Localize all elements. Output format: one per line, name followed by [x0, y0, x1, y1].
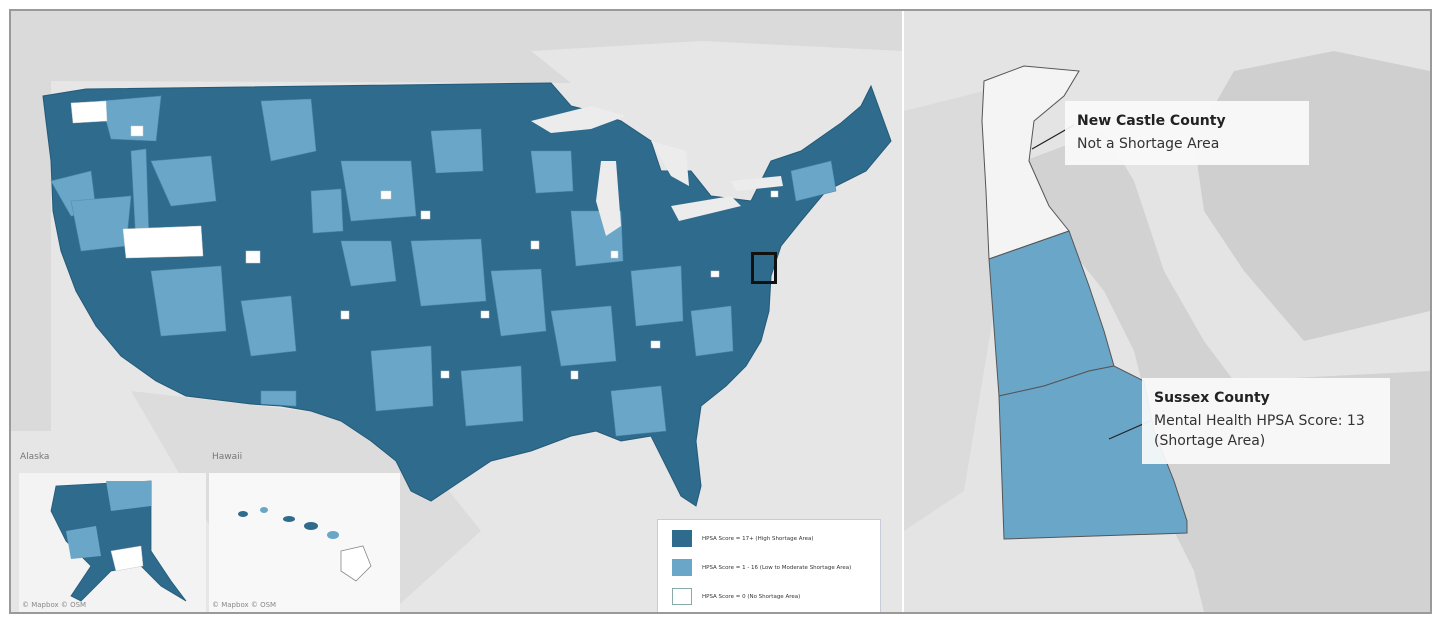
panel-divider — [902, 11, 904, 612]
us-counties-map[interactable] — [11, 11, 902, 612]
delaware-bay-water — [1024, 131, 1430, 612]
canada-landmass — [11, 11, 902, 431]
hawaii-inset[interactable] — [209, 473, 400, 612]
legend-item-high: HPSA Score = 17+ (High Shortage Area) — [672, 530, 814, 547]
new-castle-county[interactable] — [981, 65, 1080, 260]
great-lakes — [531, 106, 783, 236]
hawaii-map-credit: © Mapbox © OSM — [212, 601, 277, 609]
moderate-shortage-counties — [50, 95, 837, 437]
map-panel-frame: Alaska Hawaii © Mapbox © OSM © Mapbox © … — [9, 9, 1432, 614]
legend-label-none: HPSA Score = 0 (No Shortage Area) — [702, 593, 801, 600]
hawaii-label: Hawaii — [212, 452, 243, 462]
alaska-label: Alaska — [20, 452, 50, 462]
alaska-map-credit: © Mapbox © OSM — [22, 601, 87, 609]
alaska-inset[interactable] — [19, 473, 206, 612]
sussex-county-score: Mental Health HPSA Score: 13 (Shortage A… — [1154, 413, 1365, 449]
legend-item-none: HPSA Score = 0 (No Shortage Area) — [672, 588, 800, 605]
legend-label-high: HPSA Score = 17+ (High Shortage Area) — [702, 535, 814, 542]
sussex-callout: Sussex County Mental Health HPSA Score: … — [1142, 378, 1390, 464]
legend-swatch-none — [672, 588, 692, 605]
legend-item-moderate: HPSA Score = 1 - 16 (Low to Moderate Sho… — [672, 559, 851, 576]
legend-label-moderate: HPSA Score = 1 - 16 (Low to Moderate Sho… — [702, 564, 852, 571]
new-castle-callout: New Castle County Not a Shortage Area — [1065, 101, 1309, 165]
legend-swatch-high — [672, 530, 692, 547]
sussex-county-name: Sussex County — [1154, 390, 1270, 406]
new-castle-county-name: New Castle County — [1077, 113, 1226, 129]
delaware-highlight-box — [751, 252, 777, 284]
no-shortage-counties — [70, 100, 779, 380]
maryland-landmass — [904, 91, 994, 531]
legend: HPSA Score = 17+ (High Shortage Area) HP… — [657, 519, 881, 612]
new-castle-county-status: Not a Shortage Area — [1077, 136, 1220, 152]
legend-swatch-moderate — [672, 559, 692, 576]
